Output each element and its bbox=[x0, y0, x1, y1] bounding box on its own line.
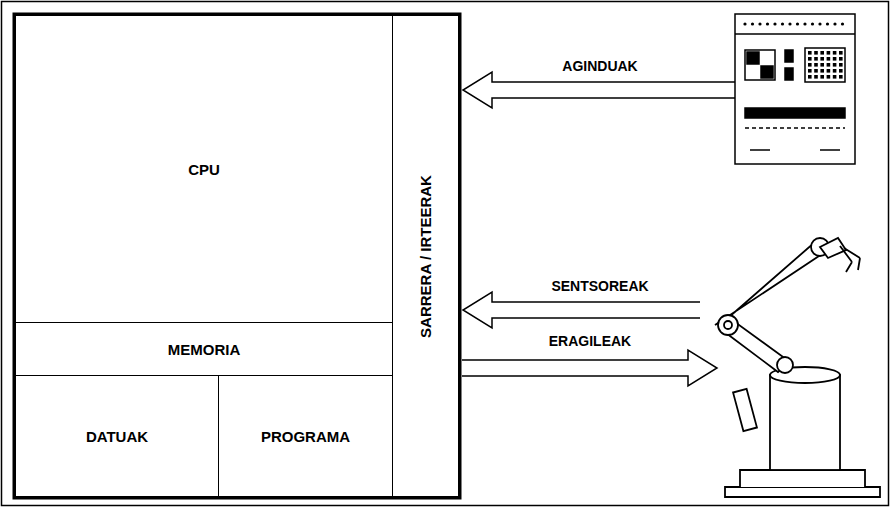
node-text: DATUAK bbox=[86, 428, 148, 445]
panel-dot bbox=[766, 22, 769, 25]
panel-key bbox=[827, 57, 831, 61]
panel-key bbox=[820, 75, 824, 79]
panel-dot bbox=[773, 22, 776, 25]
panel-dot bbox=[826, 22, 829, 25]
hollow-arrow bbox=[463, 72, 735, 108]
io-column: SARRERA / IRTEERAK bbox=[392, 15, 459, 497]
panel-key bbox=[814, 63, 818, 67]
robot-counterweight bbox=[733, 389, 757, 431]
panel-key bbox=[839, 63, 843, 67]
panel-switch bbox=[785, 50, 793, 62]
panel-key bbox=[827, 75, 831, 79]
signal-label: SENTSOREAK bbox=[549, 278, 650, 294]
panel-key bbox=[808, 75, 812, 79]
panel-key bbox=[827, 63, 831, 67]
robot-gripper bbox=[840, 246, 860, 272]
panel-key bbox=[820, 69, 824, 73]
program-box: PROGRAMA bbox=[218, 375, 393, 497]
panel-display-cell bbox=[747, 52, 759, 64]
panel-dot bbox=[796, 22, 799, 25]
panel-bar bbox=[745, 108, 845, 118]
panel-key bbox=[839, 69, 843, 73]
robot-foot bbox=[725, 487, 880, 497]
panel-key bbox=[839, 51, 843, 55]
robot-column bbox=[770, 375, 840, 470]
panel-key bbox=[814, 57, 818, 61]
panel-line bbox=[820, 149, 840, 151]
panel-line bbox=[735, 33, 855, 35]
panel-key bbox=[833, 75, 837, 79]
memory-band: MEMORIA bbox=[15, 322, 393, 376]
node-text: PROGRAMA bbox=[261, 428, 350, 445]
panel-dot bbox=[743, 22, 746, 25]
panel-dot bbox=[803, 22, 806, 25]
panel-key bbox=[808, 63, 812, 67]
node-text: MEMORIA bbox=[168, 341, 241, 358]
panel-key bbox=[814, 51, 818, 55]
panel-key bbox=[833, 69, 837, 73]
panel-dot bbox=[818, 22, 821, 25]
panel-dot bbox=[781, 22, 784, 25]
hollow-arrow bbox=[463, 292, 700, 328]
robot-joint-pin bbox=[724, 321, 732, 329]
control-panel bbox=[735, 14, 855, 164]
panel-switch bbox=[785, 68, 793, 80]
panel-key bbox=[820, 51, 824, 55]
panel-key bbox=[820, 57, 824, 61]
panel-key bbox=[808, 51, 812, 55]
robot-base bbox=[740, 470, 865, 487]
panel-key bbox=[833, 63, 837, 67]
robot-upper-arm bbox=[715, 242, 825, 325]
panel-key bbox=[839, 57, 843, 61]
node-text: SARRERA / IRTEERAK bbox=[417, 175, 434, 338]
signal-label: AGINDUAK bbox=[560, 58, 639, 74]
cpu-box: CPU bbox=[15, 15, 393, 323]
robot-shoulder-joint bbox=[718, 315, 738, 335]
panel-dot bbox=[811, 22, 814, 25]
panel-display-cell bbox=[761, 66, 773, 78]
panel-dot bbox=[751, 22, 754, 25]
signal-label: ERAGILEAK bbox=[547, 333, 633, 349]
panel-dot bbox=[788, 22, 791, 25]
panel-key bbox=[814, 75, 818, 79]
robot-arm bbox=[715, 238, 880, 497]
panel-dots bbox=[743, 22, 844, 25]
panel-key bbox=[833, 51, 837, 55]
panel-housing bbox=[735, 14, 855, 164]
data-box: DATUAK bbox=[15, 375, 219, 497]
panel-dot bbox=[833, 22, 836, 25]
panel-keypad-frame bbox=[805, 48, 845, 82]
panel-key bbox=[808, 69, 812, 73]
panel-line bbox=[745, 127, 845, 129]
computer-housing bbox=[14, 14, 460, 498]
panel-dot bbox=[841, 22, 844, 25]
panel-key bbox=[808, 57, 812, 61]
panel-keypad bbox=[805, 48, 845, 82]
panel-key bbox=[820, 63, 824, 67]
panel-key bbox=[827, 69, 831, 73]
panel-key bbox=[833, 57, 837, 61]
robot-joint bbox=[777, 357, 793, 373]
panel-key bbox=[827, 51, 831, 55]
panel-key bbox=[839, 75, 843, 79]
panel-display bbox=[745, 50, 775, 80]
panel-key bbox=[814, 69, 818, 73]
panel-dot bbox=[758, 22, 761, 25]
hollow-arrow bbox=[462, 350, 717, 386]
node-text: CPU bbox=[188, 161, 220, 178]
panel-line bbox=[750, 149, 770, 151]
